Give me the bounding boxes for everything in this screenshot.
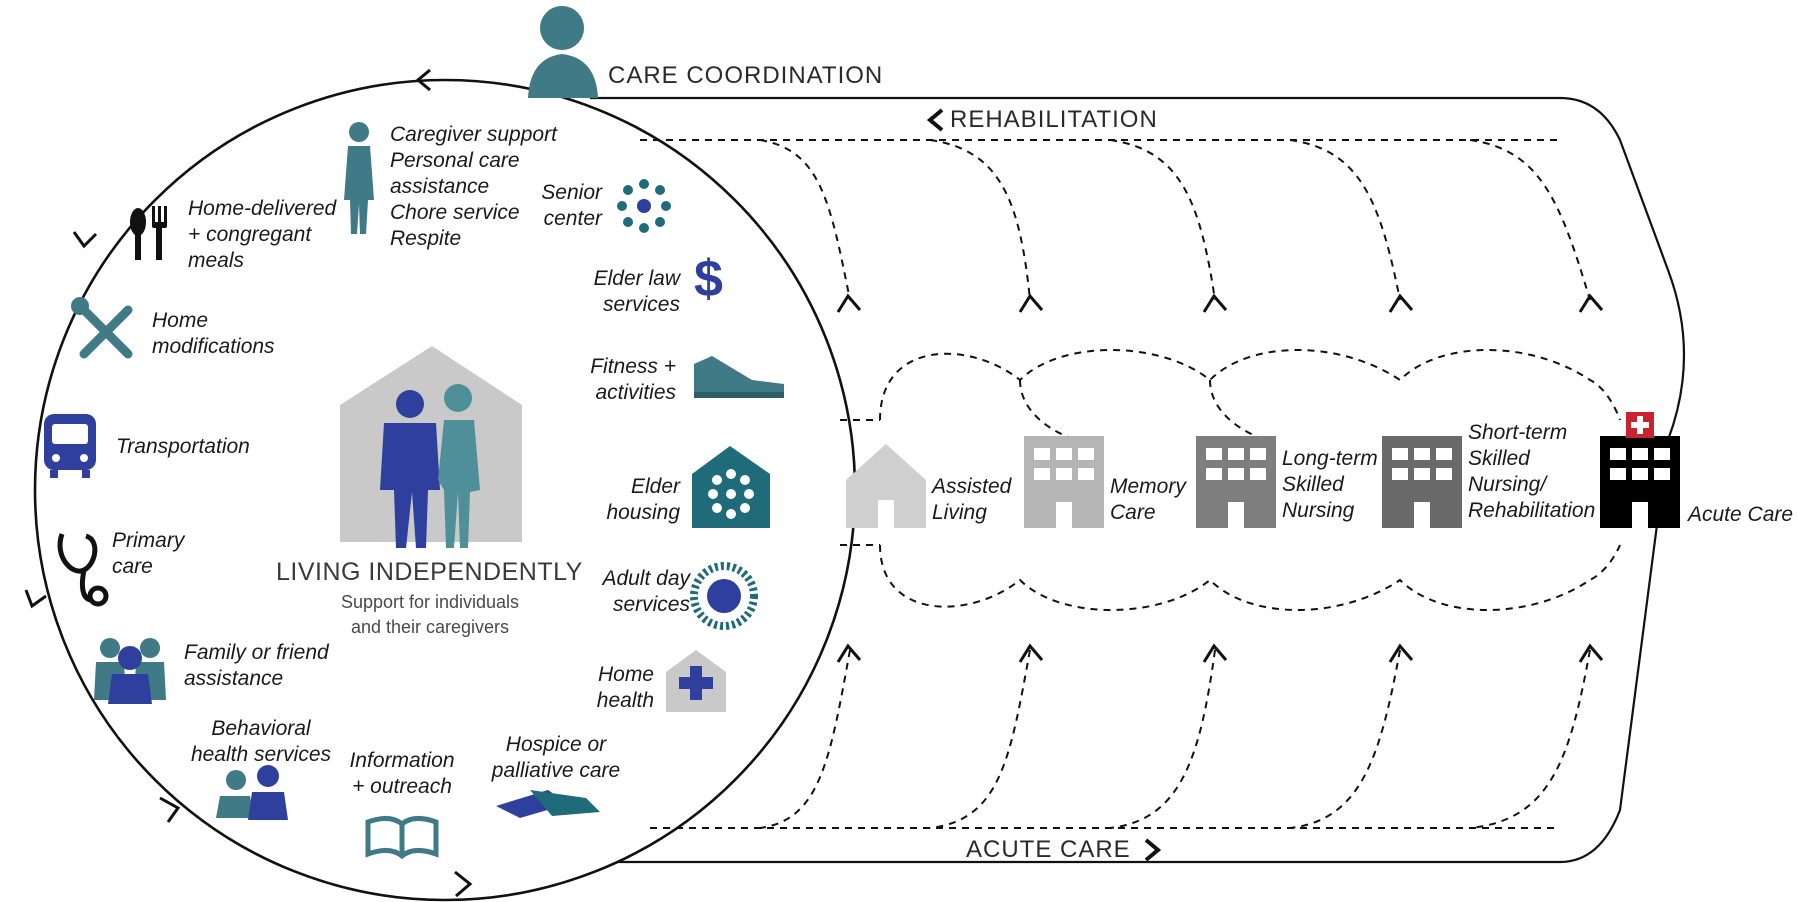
living-independently-title: LIVING INDEPENDENTLY: [276, 558, 583, 586]
label-assisted-living: Assisted Living: [932, 475, 1012, 524]
label-senior-center: Senior center: [541, 181, 602, 230]
label-memory-care: Memory Care: [1110, 475, 1186, 524]
bus-icon: [44, 414, 96, 478]
home-health-icon: [666, 650, 726, 712]
adult-day-sun-icon: [690, 562, 758, 630]
label-family: Family or friend assistance: [184, 641, 329, 690]
fitness-shoe-icon: [694, 356, 784, 398]
label-home-health: Home health: [596, 663, 654, 712]
tools-icon: [79, 305, 133, 359]
wrench-head-icon: [71, 297, 89, 315]
memory-care-building-icon: [1024, 436, 1104, 528]
acute-care-chevron-icon: [1144, 838, 1162, 862]
label-information: Information + outreach: [349, 749, 455, 798]
care-coordination-label: CARE COORDINATION: [608, 62, 884, 89]
handshake-icon: [496, 790, 600, 818]
long-term-nursing-building-icon: [1196, 436, 1276, 528]
dashed-pathways: [640, 139, 1621, 829]
behavioral-health-icon: [216, 765, 288, 820]
acute-care-hospital-icon: [1600, 412, 1680, 528]
fork-knife-icon: [130, 206, 167, 260]
dollar-icon: $: [694, 250, 723, 308]
label-elder-housing: Elder housing: [606, 475, 680, 524]
label-behavioral: Behavioral health services: [190, 717, 332, 766]
senior-center-icon: [617, 179, 671, 233]
label-primary-care: Primary care: [112, 529, 185, 578]
short-term-nursing-building-icon: [1382, 436, 1462, 528]
house-with-couple-icon: [340, 346, 522, 548]
living-independently-subtitle: Support for individuals and their caregi…: [340, 592, 520, 637]
label-home-mods: Home modifications: [152, 309, 275, 358]
elder-housing-icon: [692, 446, 770, 528]
label-caregiver: Caregiver support Personal care assistan…: [390, 123, 557, 250]
circle-arrows: [24, 68, 473, 898]
pathway-arrowheads: [836, 293, 1604, 663]
book-icon: [365, 816, 439, 860]
label-hospice: Hospice or palliative care: [491, 733, 621, 782]
family-group-icon: [94, 638, 166, 704]
label-meals: Home-delivered + congregant meals: [188, 197, 337, 272]
rehabilitation-chevron-icon: [926, 108, 944, 132]
care-coordinator-icon: [528, 6, 598, 98]
label-transportation: Transportation: [116, 435, 250, 458]
caregiver-icon: [344, 122, 374, 234]
acute-care-flow-label: ACUTE CARE: [966, 836, 1131, 863]
assisted-living-building-icon: [846, 444, 926, 528]
label-short-term: Short-term Skilled Nursing/ Rehabilitati…: [1468, 421, 1596, 522]
rehabilitation-label: REHABILITATION: [950, 106, 1158, 133]
label-adult-day: Adult day services: [602, 567, 690, 616]
label-long-term: Long-term Skilled Nursing: [1282, 447, 1378, 522]
stethoscope-icon: [57, 533, 109, 607]
label-fitness: Fitness + activities: [590, 355, 676, 404]
label-acute-care: Acute Care: [1688, 503, 1794, 526]
outer-flow-loop: [520, 96, 1686, 864]
label-elder-law: Elder law services: [593, 267, 680, 316]
